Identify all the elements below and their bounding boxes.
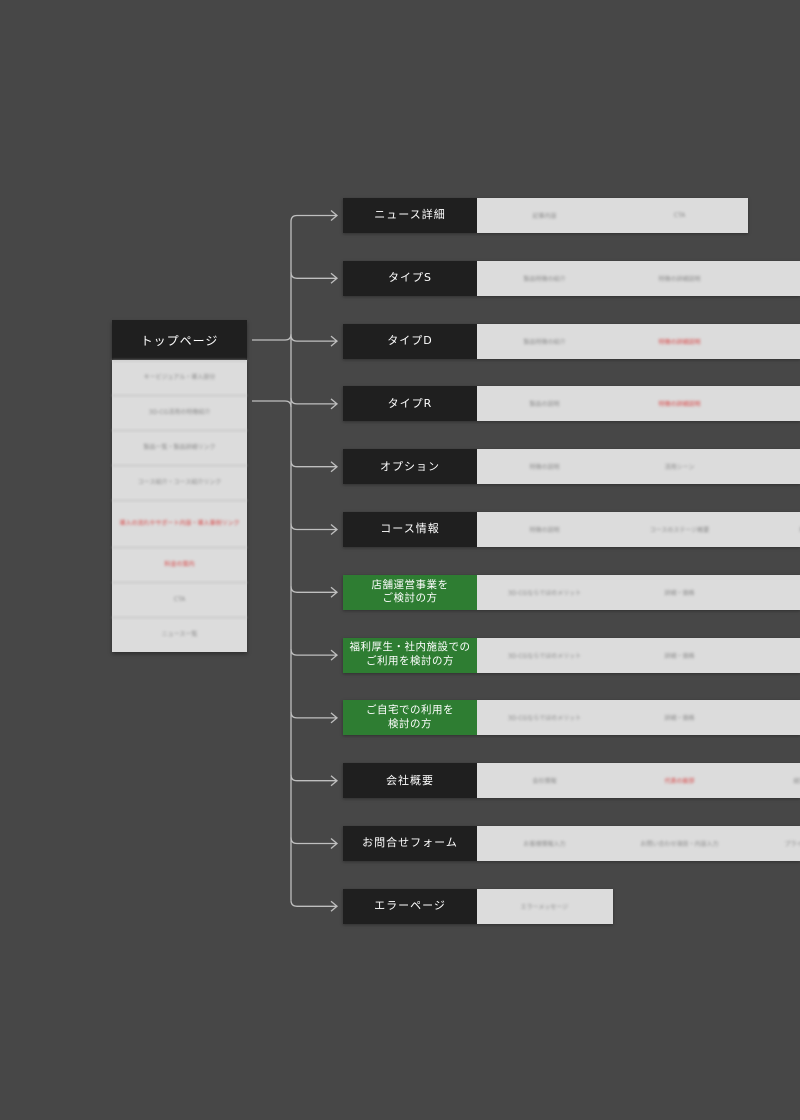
connector-branch (290, 837, 337, 845)
page-label: タイプD (343, 323, 477, 359)
page-row: タイプD 製品特徴の紹介 特徴の詳細説明 仕様 (343, 323, 800, 359)
page-section: 特徴の説明 (529, 464, 560, 472)
connector-branch (290, 214, 337, 222)
top-page-title: トップページ (112, 320, 247, 360)
page-section: 仕様 (747, 386, 800, 421)
page-section: 詳細・価格 (664, 589, 695, 597)
page-label: ニュース詳細 (343, 198, 477, 233)
page-section: 特徴の詳細説明 (658, 275, 701, 283)
page-section: 特徴の詳細説明 (658, 338, 701, 346)
page-section: お客様情報入力 (523, 841, 566, 848)
connector-arrow (330, 649, 339, 661)
page-label: お問合せフォーム (343, 826, 477, 861)
page-section: 事例 (747, 638, 800, 673)
connector-arrow (330, 900, 339, 912)
page-section: 特徴の説明 (529, 527, 560, 534)
connector-arrow (330, 712, 339, 724)
page-section: コースのステージ概要 (649, 527, 710, 534)
page-section: お問い合わせ項目・内容入力 (640, 841, 719, 848)
connector-from-top-section (252, 400, 292, 408)
page-row: コース情報 特徴の説明 コースのステージ概要 料金プラン (343, 512, 800, 547)
page-label: 会社概要 (343, 763, 477, 799)
connector-branch (290, 460, 337, 468)
connector-branch (290, 900, 337, 907)
page-section: 詳細・価格 (664, 652, 695, 660)
page-row: エラーページ エラーメッセージ (343, 888, 613, 924)
page-row: ニュース詳細 記事内容 CTA (343, 198, 748, 233)
page-section: 活用シーン (664, 464, 695, 472)
page-section: 特徴の詳細説明 (658, 401, 701, 409)
page-section: プライバシーポリシー (784, 841, 800, 848)
page-section: 料金プラン (747, 512, 800, 547)
page-row: 会社概要 会社情報 代表の挨拶 経営理念・沿革 (343, 763, 800, 799)
page-section: 詳細・価格 (664, 715, 695, 723)
page-row: タイプS 製品特徴の紹介 特徴の詳細説明 仕様 (343, 260, 800, 296)
connector-arrow (330, 272, 339, 284)
top-page-section: CTA (112, 582, 247, 617)
connector-arrow (330, 398, 339, 410)
page-label: タイプR (343, 386, 477, 422)
connector-branch (290, 523, 337, 531)
page-label: 福利厚生・社内施設でのご利用を検討の方 (343, 637, 477, 673)
page-section: 製品の説明 (529, 401, 560, 409)
page-row: お問合せフォーム お客様情報入力 お問い合わせ項目・内容入力 プライバシーポリシー (343, 826, 800, 861)
page-section: 製品特徴の紹介 (523, 275, 566, 283)
connector-branch (290, 711, 337, 719)
connector-branch (290, 649, 337, 656)
connector-branch (290, 397, 337, 405)
connector-branch (290, 586, 337, 593)
page-label: エラーページ (343, 888, 477, 924)
top-page-section: 導入の流れやサポート内容・導入事例リンク (112, 500, 247, 547)
top-page-section: 製品一覧・製品詳細リンク (112, 430, 247, 465)
page-label: コース情報 (343, 512, 477, 547)
page-section: CTA (673, 212, 686, 219)
page-section: 事例 (747, 700, 800, 735)
connector-arrow (330, 461, 339, 473)
page-section: 会社情報 (532, 778, 557, 786)
page-section: 3D-CGならではのメリット (507, 715, 582, 723)
connector-arrow (330, 586, 339, 598)
connector-arrow (330, 775, 339, 787)
page-label: オプション (343, 449, 477, 485)
connector-arrow (330, 335, 339, 347)
page-label: ご自宅での利用を検討の方 (343, 700, 477, 736)
connector-arrow (330, 838, 339, 849)
page-section: 事例 (747, 575, 800, 610)
page-row: タイプR 製品の説明 特徴の詳細説明 仕様 (343, 386, 800, 422)
connector-arrow (330, 210, 339, 221)
page-section: エラーメッセージ (520, 903, 569, 911)
top-page-section: キービジュアル・導入部分 (112, 360, 247, 395)
page-section: 製品特徴の紹介 (523, 338, 566, 346)
page-section: 代表の挨拶 (664, 778, 695, 786)
page-section: 3D-CGならではのメリット (507, 652, 582, 660)
top-page-section: 3D-CG活用の特徴紹介 (112, 395, 247, 430)
page-section: 経営理念・沿革 (793, 778, 800, 786)
connector-from-top-page (252, 333, 292, 341)
page-label: タイプS (343, 260, 477, 296)
top-page-section: コース紹介・コース紹介リンク (112, 465, 247, 500)
top-page-section: ニュース一覧 (112, 617, 247, 652)
page-section: 記事内容 (532, 213, 557, 220)
connector-branch (290, 335, 337, 342)
page-section: 仕様 (747, 261, 800, 296)
connector-branch (290, 272, 337, 279)
page-label: 店舗運営事業をご検討の方 (343, 574, 477, 610)
top-page-section: 料金の案内 (112, 547, 247, 582)
page-section: 仕様 (747, 324, 800, 359)
page-row: オプション 特徴の説明 活用シーン (343, 449, 800, 485)
connector-arrow (330, 524, 339, 535)
connector-branch (290, 774, 337, 782)
page-section: 3D-CGならではのメリット (507, 589, 582, 597)
